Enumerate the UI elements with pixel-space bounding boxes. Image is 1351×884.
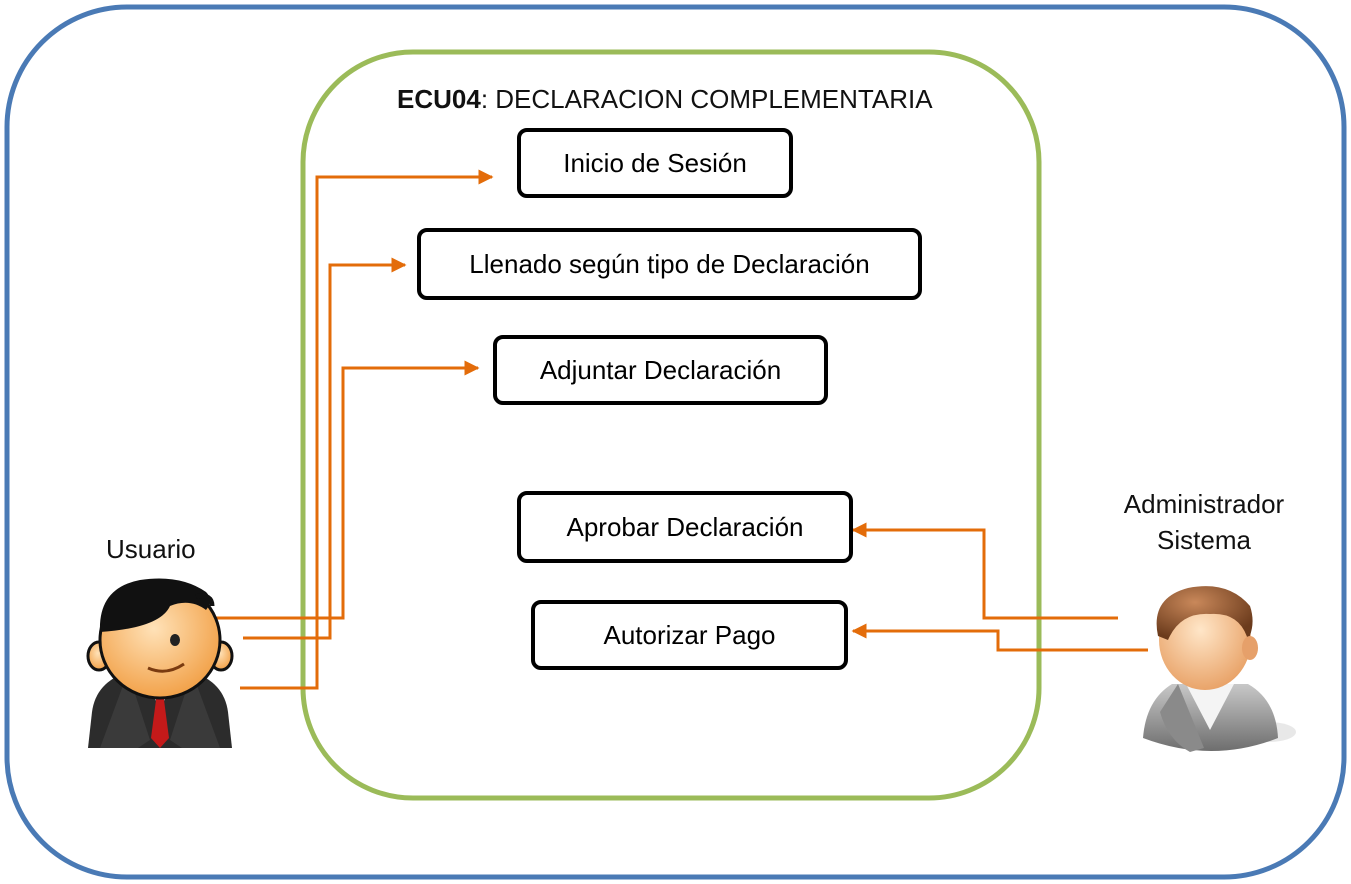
use-case-label: Autorizar Pago bbox=[603, 619, 776, 650]
arrow-usuario-adjuntar bbox=[203, 360, 480, 620]
system-title: ECU04: DECLARACION COMPLEMENTARIA bbox=[397, 84, 933, 114]
system-code: ECU04 bbox=[397, 84, 481, 114]
actor-admin-label-line1: Administrador bbox=[1123, 489, 1285, 519]
admin-associations bbox=[851, 522, 1148, 652]
actor-admin-label-line2: Sistema bbox=[1157, 525, 1251, 555]
use-case-label: Aprobar Declaración bbox=[566, 511, 804, 542]
arrow-admin-aprobar bbox=[851, 522, 1118, 620]
use-case-autorizar-pago[interactable]: Autorizar Pago bbox=[531, 600, 848, 670]
system-name: DECLARACION COMPLEMENTARIA bbox=[495, 84, 933, 114]
use-case-llenado-declaracion[interactable]: Llenado según tipo de Declaración bbox=[417, 228, 922, 300]
use-case-label: Adjuntar Declaración bbox=[539, 354, 782, 385]
use-case-inicio-sesion[interactable]: Inicio de Sesión bbox=[517, 128, 793, 198]
system-boundary bbox=[300, 49, 1042, 801]
usuario-actor-icon bbox=[86, 578, 234, 748]
use-case-adjuntar-declaracion[interactable]: Adjuntar Declaración bbox=[493, 335, 828, 405]
arrow-admin-autorizar bbox=[851, 623, 1148, 652]
arrow-usuario-llenado bbox=[243, 257, 407, 640]
usuario-associations bbox=[203, 169, 494, 690]
actor-admin-label: Administrador Sistema bbox=[1092, 486, 1316, 558]
use-case-aprobar-declaracion[interactable]: Aprobar Declaración bbox=[517, 491, 853, 563]
use-case-label: Llenado según tipo de Declaración bbox=[469, 248, 870, 279]
admin-actor-icon bbox=[1143, 586, 1296, 752]
arrow-usuario-inicio-sesion bbox=[240, 169, 494, 690]
outer-frame bbox=[4, 4, 1347, 880]
system-separator: : bbox=[481, 84, 495, 114]
actor-usuario-label: Usuario bbox=[106, 534, 196, 564]
use-case-label: Inicio de Sesión bbox=[563, 147, 747, 178]
